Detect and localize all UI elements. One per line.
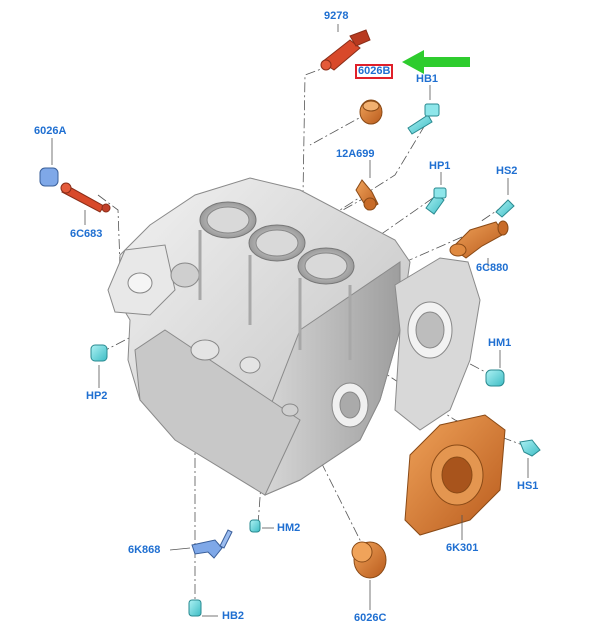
- label-6K301: 6K301: [446, 542, 479, 554]
- label-HB1: HB1: [416, 73, 439, 85]
- label-6026C: 6026C: [354, 612, 387, 624]
- part-6C880-outlet: [449, 220, 509, 259]
- part-9278-sensor: [320, 29, 371, 71]
- part-12A699-sensor: [355, 179, 379, 211]
- label-6C683: 6C683: [70, 228, 103, 240]
- part-HB2-bolt: [188, 599, 202, 617]
- label-HP2: HP2: [86, 390, 108, 402]
- part-HP1-plug: [425, 187, 447, 215]
- part-6026B-plug: [359, 99, 383, 125]
- label-6026A: 6026A: [34, 125, 67, 137]
- label-9278: 9278: [324, 10, 349, 22]
- part-6C683-tube: [60, 182, 111, 213]
- part-6026A-plug: [39, 167, 59, 187]
- label-leaders: [51, 24, 529, 617]
- part-HM2-plug: [249, 519, 261, 533]
- label-HS2: HS2: [496, 165, 518, 177]
- label-HP1: HP1: [429, 160, 451, 172]
- part-6K301-seal-housing: [404, 414, 506, 536]
- part-6026C-plug: [351, 541, 387, 579]
- label-6C880: 6C880: [476, 262, 509, 274]
- part-HS1-screw: [519, 439, 541, 457]
- label-HM1: HM1: [488, 337, 512, 349]
- part-HS2-screw: [495, 199, 515, 218]
- label-HS1: HS1: [517, 480, 539, 492]
- label-HB2: HB2: [222, 610, 245, 622]
- part-HP2-plug: [90, 344, 108, 362]
- part-HB1-bolt: [407, 103, 440, 135]
- part-6K868-oil-jet: [191, 529, 233, 559]
- label-6026B-highlighted: 6026B: [355, 64, 394, 79]
- part-HM1-plug: [485, 369, 505, 387]
- label-HM2: HM2: [277, 522, 301, 534]
- engine-block-illustration: [107, 177, 481, 496]
- green-arrow-pointer: [402, 50, 470, 74]
- label-12A699: 12A699: [336, 148, 375, 160]
- label-6K868: 6K868: [128, 544, 161, 556]
